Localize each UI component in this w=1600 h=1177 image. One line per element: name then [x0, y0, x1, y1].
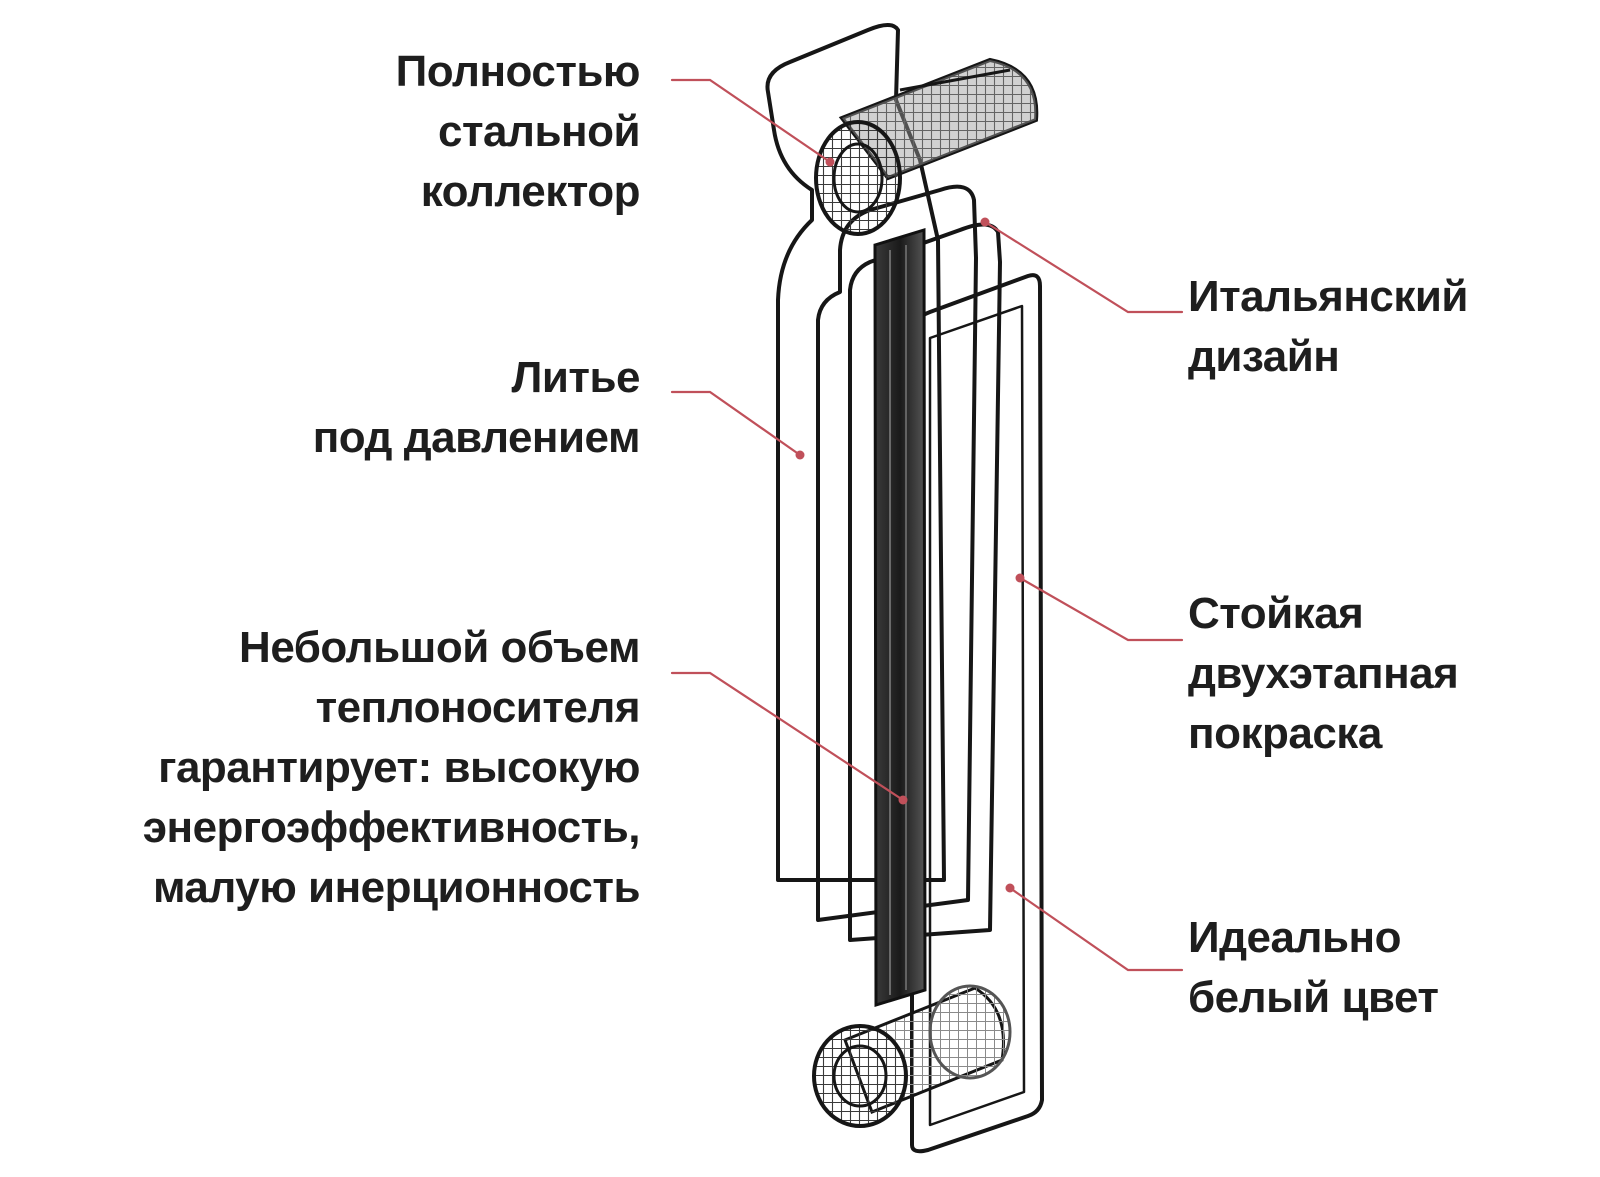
- fin-front-inner: [928, 304, 1026, 1127]
- label-line: коллектор: [420, 167, 641, 216]
- label-line: Стойкая: [1188, 589, 1364, 638]
- label-steel-collector: Полностью стальной коллектор: [395, 42, 641, 222]
- water-channel: [873, 227, 927, 1008]
- label-line: дизайн: [1188, 332, 1340, 381]
- fin-outer: [765, 23, 946, 882]
- fin-third: [848, 222, 1002, 942]
- label-line: двухэтапная: [1188, 649, 1459, 698]
- label-pressure-casting: Литье под давлением: [312, 348, 641, 468]
- label-line: под давлением: [312, 413, 641, 462]
- label-italian-design: Итальянский дизайн: [1188, 267, 1468, 387]
- bottom-collector: [812, 984, 1012, 1128]
- label-line: стальной: [438, 107, 641, 156]
- leader-dot-paint: [1015, 573, 1025, 583]
- label-line: гарантирует: высокую: [158, 743, 640, 792]
- label-line: энергоэффективность,: [142, 803, 641, 852]
- label-line: Идеально: [1188, 913, 1401, 962]
- leader-pressure-casting: [670, 390, 802, 457]
- top-collector: [814, 57, 1039, 236]
- label-small-volume: Небольшой объем теплоносителя гарантируе…: [142, 618, 641, 918]
- leader-dot-italian: [980, 217, 990, 227]
- label-line: покраска: [1188, 709, 1382, 758]
- label-line: Полностью: [395, 47, 641, 96]
- label-two-stage-paint: Стойкая двухэтапная покраска: [1188, 584, 1459, 764]
- leader-small-volume: [670, 671, 905, 802]
- leader-dot-steel: [825, 157, 835, 167]
- label-line: Литье: [511, 353, 641, 402]
- leader-two-stage-paint: [1018, 576, 1184, 642]
- leader-dot-white: [1005, 883, 1015, 893]
- label-line: белый цвет: [1188, 973, 1439, 1022]
- label-line: Небольшой объем: [239, 623, 640, 672]
- label-line: малую инерционность: [152, 863, 641, 912]
- leader-dot-casting: [795, 450, 805, 460]
- leader-steel-collector: [670, 78, 832, 164]
- leader-dot-volume: [898, 795, 908, 805]
- label-line: теплоносителя: [315, 683, 641, 732]
- leader-italian-design: [983, 220, 1184, 314]
- label-ideal-white: Идеально белый цвет: [1188, 908, 1439, 1028]
- label-line: Итальянский: [1188, 272, 1468, 321]
- leader-ideal-white: [1008, 886, 1184, 972]
